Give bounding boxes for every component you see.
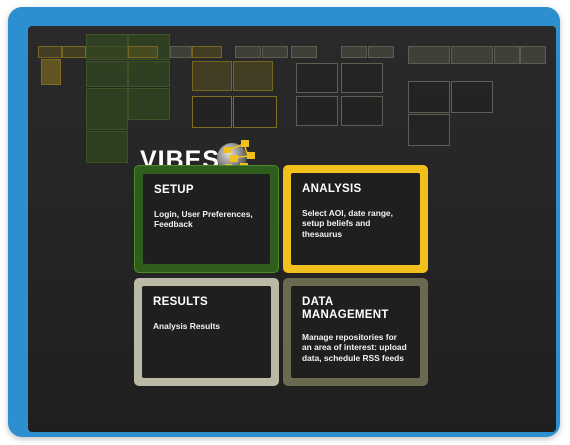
results-card-description: Analysis Results <box>153 321 221 331</box>
results-card-body: RESULTS Analysis Results <box>142 286 271 378</box>
analysis-card-body: ANALYSIS Select AOI, date range, setup b… <box>291 173 420 265</box>
sitemap-node <box>86 88 128 130</box>
background-sitemap <box>28 26 556 176</box>
analysis-card[interactable]: ANALYSIS Select AOI, date range, setup b… <box>283 165 428 273</box>
sitemap-node <box>296 96 338 126</box>
sitemap-node <box>233 96 277 128</box>
sitemap-node <box>41 59 61 85</box>
sitemap-node <box>408 114 450 146</box>
setup-card[interactable]: SETUP Login, User Preferences, Feedback <box>134 165 279 273</box>
sitemap-node <box>192 96 232 128</box>
sitemap-node <box>494 46 520 64</box>
sitemap-node <box>368 46 394 58</box>
sitemap-node <box>291 46 317 58</box>
sitemap-node <box>170 46 192 58</box>
sitemap-node <box>296 63 338 93</box>
sitemap-node <box>62 46 86 58</box>
sitemap-node <box>451 46 493 64</box>
setup-card-description: Login, User Preferences, Feedback <box>154 209 253 230</box>
analysis-card-title: ANALYSIS <box>302 183 362 195</box>
setup-card-title: SETUP <box>154 184 194 196</box>
analysis-card-description: Select AOI, date range, setup beliefs an… <box>302 208 393 239</box>
sitemap-node <box>262 46 288 58</box>
sitemap-node <box>192 46 222 58</box>
sitemap-node <box>86 131 128 163</box>
sitemap-node <box>233 61 273 91</box>
setup-card-body: SETUP Login, User Preferences, Feedback <box>143 174 270 264</box>
sitemap-node <box>341 46 367 58</box>
sitemap-node <box>38 46 62 58</box>
sitemap-node <box>86 61 128 87</box>
sitemap-node <box>192 61 232 91</box>
sitemap-node <box>235 46 261 58</box>
data-management-card-body: DATA MANAGEMENT Manage repositories for … <box>291 286 420 378</box>
sitemap-node <box>408 46 450 64</box>
sitemap-node <box>341 63 383 93</box>
results-card-title: RESULTS <box>153 296 208 308</box>
sitemap-node <box>86 34 128 60</box>
data-management-card-description: Manage repositories for an area of inter… <box>302 332 407 363</box>
sitemap-node <box>128 61 170 87</box>
data-management-card-title: DATA MANAGEMENT <box>302 296 389 321</box>
data-management-card[interactable]: DATA MANAGEMENT Manage repositories for … <box>283 278 428 386</box>
sitemap-node <box>451 81 493 113</box>
sitemap-node <box>128 88 170 120</box>
sitemap-node <box>408 81 450 113</box>
sitemap-node <box>341 96 383 126</box>
results-card[interactable]: RESULTS Analysis Results <box>134 278 279 386</box>
sitemap-node <box>520 46 546 64</box>
sitemap-node <box>128 46 158 58</box>
sitemap-node <box>128 34 170 60</box>
